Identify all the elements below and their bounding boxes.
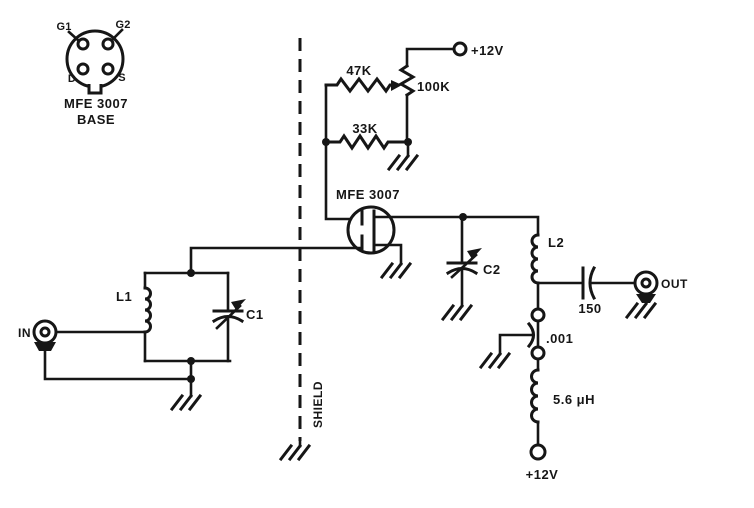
l2-label: L2 (548, 235, 564, 250)
junction-dot (187, 375, 195, 383)
c1-label: C1 (246, 307, 264, 322)
resistor-33k (324, 133, 410, 151)
mosfet-envelope (346, 205, 396, 255)
out-connector-outer (633, 270, 659, 296)
out-connector-inner (640, 277, 652, 289)
in-connector-inner (39, 326, 51, 338)
pin-g2-circle (101, 37, 115, 51)
ground-symbol (624, 301, 658, 320)
feedthrough-terminal-top (530, 307, 546, 323)
mosfet-label: MFE 3007 (336, 187, 400, 202)
mosfet-base-diagram: G1 G2 D S MFE 3007 BASE (56, 19, 130, 127)
tank-rails (143, 271, 232, 363)
cap150-curved-plate (588, 265, 597, 301)
ground-symbol (386, 153, 420, 172)
pot-wiper-arrow (391, 80, 402, 91)
gate1-wire (189, 246, 364, 275)
pot-leads (405, 47, 456, 144)
base-caption-line1: MFE 3007 (64, 96, 128, 111)
cap001-label: .001 (546, 331, 573, 346)
ground-symbol (169, 393, 203, 412)
base-caption-line2: BASE (77, 112, 115, 127)
shield-label: SHIELD (311, 381, 325, 428)
junction-dot (187, 357, 195, 365)
pin-s-label: S (118, 72, 126, 84)
junction-dot (187, 269, 195, 277)
feedthrough-terminal-bottom (530, 345, 546, 361)
output-stage: C2 L2 150 OUT .001 5.6 μH +12V (372, 213, 688, 482)
pin-g1-label: G1 (56, 21, 71, 33)
drain-rail (372, 215, 540, 237)
supply-top-label: +12V (471, 43, 504, 58)
l1-label: L1 (116, 289, 132, 304)
pin-leader-lines (67, 28, 124, 43)
mosfet-symbol: MFE 3007 (336, 187, 413, 280)
cap150-label: 150 (578, 301, 601, 316)
base-index-tab (87, 84, 103, 95)
choke-inductor (530, 368, 540, 424)
ground-symbol (379, 261, 413, 280)
out-label: OUT (661, 277, 688, 291)
supply-terminal-bottom (529, 443, 547, 461)
potentiometer-100k (398, 63, 416, 98)
bias-network: 47K 33K 100K +12V (322, 41, 504, 221)
supply-terminal-top (452, 41, 468, 57)
c1-arrow-head (231, 299, 246, 310)
shield-partition: SHIELD (278, 38, 325, 462)
source-wire (372, 243, 403, 266)
cap001-ground-wire (498, 333, 533, 356)
pin-g1-circle (76, 37, 90, 51)
input-stage: IN L1 C1 (18, 246, 364, 412)
ground-symbol (278, 443, 312, 462)
c2-arrow-head (467, 248, 482, 259)
in-label: IN (18, 326, 31, 340)
pin-g2-label: G2 (115, 19, 130, 31)
in-shield-return-wire (43, 349, 193, 381)
resistor-47k (324, 76, 393, 94)
pin-d-circle (76, 62, 90, 76)
ground-symbol (478, 351, 512, 370)
pot-label: 100K (417, 79, 450, 94)
in-connector-outer (32, 319, 58, 345)
in-connector-flange (34, 342, 56, 351)
supply-bottom-label: +12V (526, 467, 559, 482)
out-connector-flange (636, 294, 656, 303)
pin-d-label: D (68, 73, 76, 85)
pin-s-circle (101, 62, 115, 76)
junction-dot (322, 138, 330, 146)
inductor-l2 (530, 233, 540, 285)
r33k-label: 33K (352, 121, 377, 136)
r47k-label: 47K (346, 63, 371, 78)
inductor-l1 (143, 286, 152, 334)
cap001-curved-plate (526, 321, 535, 349)
ground-symbol (440, 303, 474, 322)
c2-label: C2 (483, 262, 501, 277)
choke-label: 5.6 μH (553, 392, 595, 407)
